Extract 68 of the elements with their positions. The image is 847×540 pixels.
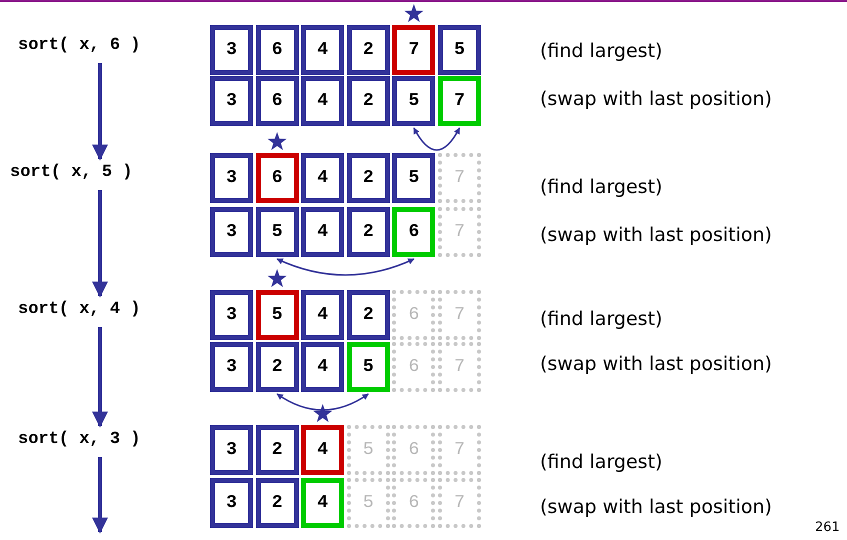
page-number: 261 [815,520,840,535]
array-cell: 2 [256,342,299,392]
array-cell: 3 [210,25,253,75]
array-cell: 3 [210,290,253,340]
step-note: (swap with last position) [540,224,772,246]
down-arrow [92,63,108,161]
swap-arrow [276,258,414,276]
function-call: sort( x, 5 ) [10,163,132,182]
array-cell: 3 [210,478,253,528]
array-cell: 7 [438,153,481,203]
array-cell: 2 [256,425,299,475]
array-cell: 5 [346,425,390,475]
array-cell: 7 [438,342,481,392]
swap-arrow [276,393,369,411]
array-cell: 4 [301,290,344,340]
down-arrow [92,190,108,298]
array-cell: 6 [392,478,436,528]
array-cell: 2 [346,25,390,75]
step-note: (find largest) [540,176,662,198]
array-cell: 5 [392,76,436,126]
array-cell: 7 [438,478,481,528]
array-cell: 3 [210,342,253,392]
function-call: sort( x, 6 ) [18,36,140,55]
array-cell: 7 [438,76,481,126]
array-cell: 3 [210,76,253,126]
array-cell: 6 [392,290,436,340]
array-cell: 5 [392,153,436,203]
array-cell: 6 [256,25,299,75]
function-call: sort( x, 4 ) [18,300,140,319]
array-cell: 3 [210,207,253,257]
array-cell: 4 [301,25,344,75]
array-cell: 4 [301,207,344,257]
array-cell: 4 [301,478,344,528]
array-cell: 7 [392,25,436,75]
step-note: (find largest) [540,308,662,330]
array-cell: 6 [392,425,436,475]
down-arrow [92,457,108,534]
array-cell: 5 [346,342,390,392]
array-cell: 7 [438,425,481,475]
step-note: (swap with last position) [540,88,772,110]
array-cell: 2 [346,290,390,340]
array-cell: 4 [301,76,344,126]
array-cell: 6 [392,342,436,392]
array-cell: 2 [346,76,390,126]
down-arrow [92,327,108,428]
array-cell: 7 [438,207,481,257]
function-call: sort( x, 3 ) [18,430,140,449]
array-cell: 3 [210,153,253,203]
array-cell: 6 [256,76,299,126]
array-cell: 4 [301,153,344,203]
array-cell: 5 [346,478,390,528]
array-cell: 4 [301,425,344,475]
array-cell: 2 [256,478,299,528]
array-cell: 2 [346,153,390,203]
array-cell: 3 [210,425,253,475]
array-cell: 7 [438,290,481,340]
step-note: (swap with last position) [540,496,772,518]
array-cell: 5 [438,25,481,75]
swap-arrow [413,127,460,151]
step-note: (find largest) [540,40,662,62]
array-cell: 4 [301,342,344,392]
array-cell: 5 [256,290,299,340]
array-cell: 5 [256,207,299,257]
array-cell: 6 [392,207,436,257]
step-note: (find largest) [540,451,662,473]
array-cell: 2 [346,207,390,257]
step-note: (swap with last position) [540,353,772,375]
array-cell: 6 [256,153,299,203]
